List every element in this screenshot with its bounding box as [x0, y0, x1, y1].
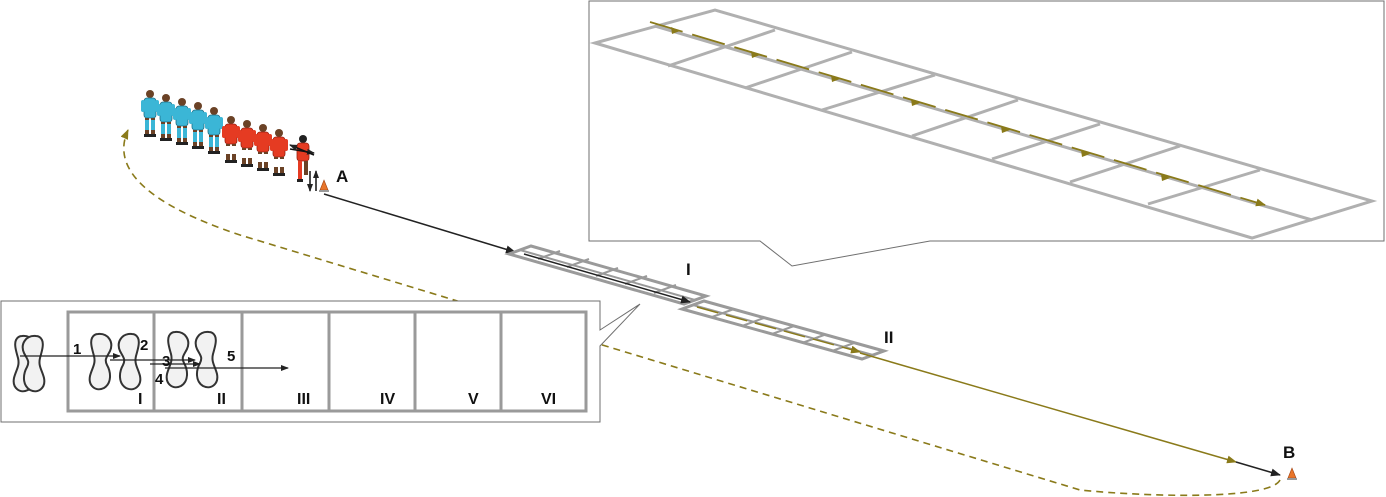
finish-arrow [1235, 461, 1281, 477]
ladder-one-label: I [686, 260, 691, 279]
ladder-zoom-callout [588, 0, 1385, 267]
blue-player [188, 101, 208, 150]
cone-b [1286, 467, 1298, 481]
blue-player [140, 89, 160, 138]
zone-label: V [468, 391, 479, 408]
point-b-label: B [1283, 443, 1295, 462]
zone-label: VI [541, 391, 556, 408]
red-player [269, 128, 289, 177]
step-2: 2 [140, 337, 148, 354]
red-player [221, 115, 241, 164]
red-player [237, 119, 257, 168]
return-path [120, 129, 1281, 497]
blue-player [204, 106, 224, 155]
point-a-label: A [336, 167, 348, 186]
zone-label: IV [380, 391, 395, 408]
step-4: 4 [155, 371, 164, 388]
blue-player [156, 93, 176, 142]
zone-label: I [138, 391, 142, 408]
red-player [253, 123, 273, 172]
step-1: 1 [73, 341, 81, 358]
run-arrow [323, 193, 516, 254]
footwork-callout: 1 2 3 4 5 I II III IV V VI [0, 300, 641, 423]
ladder-two [677, 299, 889, 361]
zone-label: II [217, 391, 226, 408]
step-5: 5 [227, 348, 235, 365]
active-player [289, 135, 319, 192]
ladder-one [504, 244, 711, 306]
zoom-path-midarrows [671, 27, 1170, 181]
blue-player [172, 97, 192, 146]
step-3: 3 [162, 353, 170, 370]
cone-a [318, 179, 330, 193]
sprint-arrow [859, 352, 1237, 464]
player-queue [140, 89, 289, 177]
ladder-two-label: II [884, 328, 893, 347]
zone-label: III [297, 391, 310, 408]
